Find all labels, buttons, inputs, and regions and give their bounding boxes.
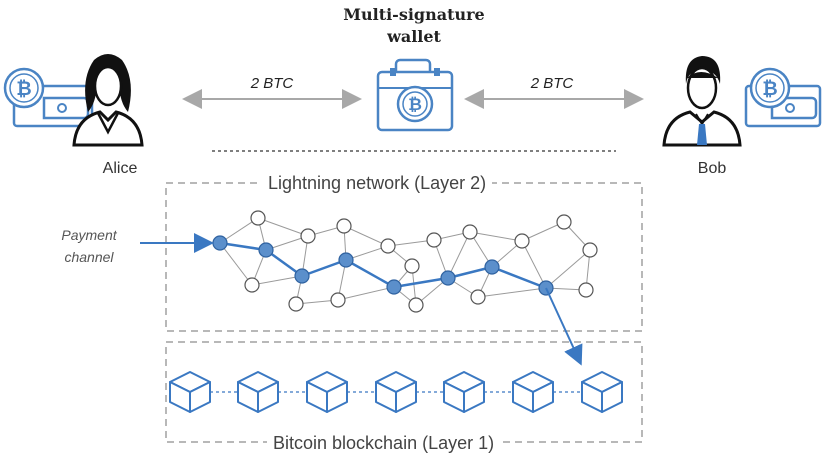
- network-edge: [521, 240, 547, 289]
- payment-path-node: [294, 268, 310, 284]
- payment-path-node: [258, 242, 274, 258]
- payment-path-node: [212, 235, 228, 251]
- network-edge: [251, 275, 303, 286]
- network-edge: [337, 286, 395, 301]
- payment-channel-label-line1: Payment: [61, 227, 117, 243]
- settlement-arrow: [545, 287, 583, 366]
- payment-channel-label: Payment channel: [34, 224, 144, 268]
- network-node: [250, 210, 266, 226]
- bob-name: Bob: [697, 160, 727, 177]
- network-edge: [447, 231, 471, 279]
- wallet-title: Multi-signature wallet: [314, 4, 514, 48]
- network-edge: [469, 231, 523, 242]
- payment-path-edge: [219, 241, 267, 252]
- block-cube-icon: [237, 371, 279, 413]
- lightning-network-label: Lightning network (Layer 2): [262, 173, 493, 194]
- payment-path-edge: [393, 276, 449, 289]
- network-node: [470, 289, 486, 305]
- block-cube-icon: [375, 371, 417, 413]
- bob-wallet-icon: ₿: [744, 67, 822, 128]
- alice-person-icon: [72, 54, 144, 147]
- network-node: [578, 282, 594, 298]
- network-edge: [545, 249, 591, 289]
- network-edge: [219, 242, 253, 286]
- network-node: [404, 258, 420, 274]
- wallet-title-line2: wallet: [387, 27, 441, 46]
- payment-channel-label-line2: channel: [64, 249, 114, 265]
- network-node: [380, 238, 396, 254]
- lightning-network-graph: [212, 210, 598, 313]
- payment-path-edge: [345, 258, 395, 289]
- payment-path-edge: [491, 265, 547, 290]
- network-node: [514, 233, 530, 249]
- svg-text:₿: ₿: [16, 78, 31, 100]
- alice-wallet-icon: ₿: [3, 67, 94, 128]
- alice-channel-amount: 2 BTC: [250, 75, 294, 92]
- block-cube-icon: [581, 371, 623, 413]
- network-node: [244, 277, 260, 293]
- network-edge: [343, 225, 389, 247]
- block-cube-icon: [512, 371, 554, 413]
- network-edge: [477, 287, 547, 298]
- network-node: [582, 242, 598, 258]
- block-cube-icon: [443, 371, 485, 413]
- network-node: [300, 228, 316, 244]
- payment-path-node: [386, 279, 402, 295]
- bob-channel-amount: 2 BTC: [530, 75, 574, 92]
- block-cube-icon: [306, 371, 348, 413]
- network-node: [408, 297, 424, 313]
- payment-path-node: [338, 252, 354, 268]
- blockchain-label: Bitcoin blockchain (Layer 1): [267, 433, 501, 454]
- block-cube-icon: [169, 371, 211, 413]
- alice-name: Alice: [102, 160, 138, 177]
- bob-person-icon: [662, 56, 742, 147]
- network-node: [556, 214, 572, 230]
- network-edge: [521, 221, 565, 242]
- multisig-briefcase-icon: ₿: [376, 58, 454, 132]
- network-node: [288, 296, 304, 312]
- network-node: [426, 232, 442, 248]
- network-node: [462, 224, 478, 240]
- payment-path-node: [440, 270, 456, 286]
- wallet-title-line1: Multi-signature: [343, 5, 485, 24]
- network-edge: [387, 239, 435, 247]
- svg-text:₿: ₿: [762, 78, 777, 100]
- network-node: [336, 218, 352, 234]
- blockchain-blocks: [169, 371, 623, 413]
- payment-path-edge: [301, 258, 347, 278]
- payment-path-node: [484, 259, 500, 275]
- network-node: [330, 292, 346, 308]
- network-edge: [257, 217, 309, 237]
- svg-text:₿: ₿: [408, 95, 422, 115]
- lightning-network-box: [165, 182, 643, 332]
